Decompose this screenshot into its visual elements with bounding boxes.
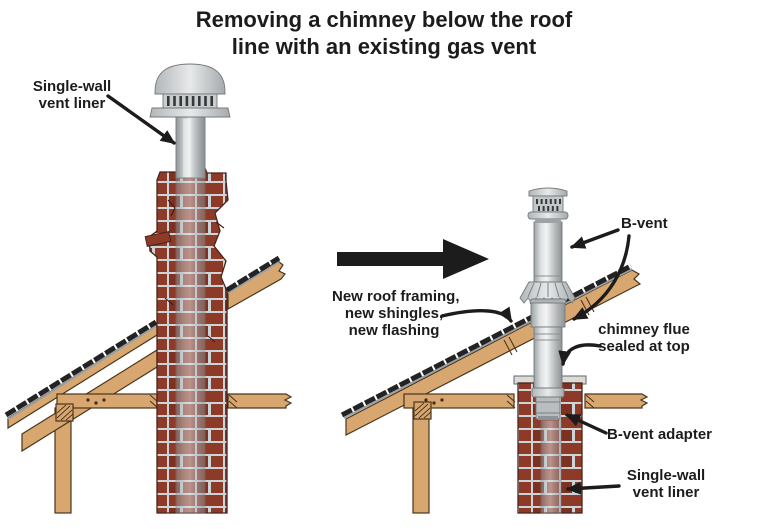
old-rafter-joist-connector	[55, 403, 74, 422]
arrow-to-new-liner	[566, 481, 621, 495]
b-vent-pipe-lower	[533, 326, 563, 389]
new-wall-stud	[412, 404, 430, 514]
new-single-wall-vent-liner	[540, 419, 562, 514]
b-vent-roof-joint	[530, 302, 566, 328]
arrow-to-old-liner	[106, 94, 176, 145]
new-ceiling-joist-right	[584, 393, 649, 409]
old-shingles	[4, 319, 158, 418]
label-b-vent-adapter: B-vent adapter	[607, 426, 713, 443]
joist-nails	[86, 398, 106, 405]
arrow-to-adapter	[565, 413, 608, 435]
brick-cracks	[164, 199, 225, 343]
arrow-to-b-vent-upper	[570, 228, 620, 249]
old-single-wall-vent-liner	[175, 116, 206, 514]
old-vent-cap	[149, 63, 231, 118]
label-new-roof-framing: New roof framing, new shingles, new flas…	[332, 288, 460, 339]
broken-rafter-stub	[225, 255, 286, 311]
old-ceiling-joist-right	[227, 393, 293, 409]
vent-cap-dome	[154, 63, 226, 95]
label-b-vent: B-vent	[621, 215, 668, 232]
old-roof-framing	[4, 319, 293, 514]
vent-cap-skirt	[149, 107, 231, 118]
new-rafter-joist-connector	[413, 401, 432, 420]
arrow-to-new-roof	[440, 306, 513, 323]
vent-cap-louvers	[162, 93, 218, 109]
new-shingles	[340, 263, 633, 418]
b-vent-adapter-rim	[531, 387, 565, 398]
arrow-to-b-vent-lower	[572, 234, 631, 321]
b-vent-cap-top	[528, 187, 568, 197]
b-vent-pipe-upper	[533, 221, 563, 285]
title-line-1: Removing a chimney below the roof	[195, 7, 573, 32]
joist-nails	[424, 398, 444, 405]
vent-liner-exposed	[175, 116, 206, 179]
diagram-title: Removing a chimney below the roof line w…	[0, 6, 768, 60]
vent-liner-in-chimney	[175, 177, 206, 514]
b-vent-cap-rim	[527, 211, 569, 220]
label-single-wall-vent-liner-left: Single-wall vent liner	[32, 78, 112, 112]
title-line-2: line with an existing gas vent	[231, 34, 537, 59]
b-vent-assembly	[519, 187, 576, 514]
new-roof-framing	[340, 263, 649, 514]
transform-right-arrow-icon	[337, 239, 489, 279]
annotation-arrows	[106, 94, 631, 495]
b-vent-adapter-body	[535, 396, 561, 420]
loose-brick	[144, 231, 172, 247]
label-flue-sealed: chimney flue sealed at top	[598, 321, 690, 355]
arrow-to-flue-seal	[558, 343, 602, 366]
b-vent-cap	[527, 187, 569, 223]
label-single-wall-vent-liner-right: Single-wall vent liner	[626, 467, 706, 501]
